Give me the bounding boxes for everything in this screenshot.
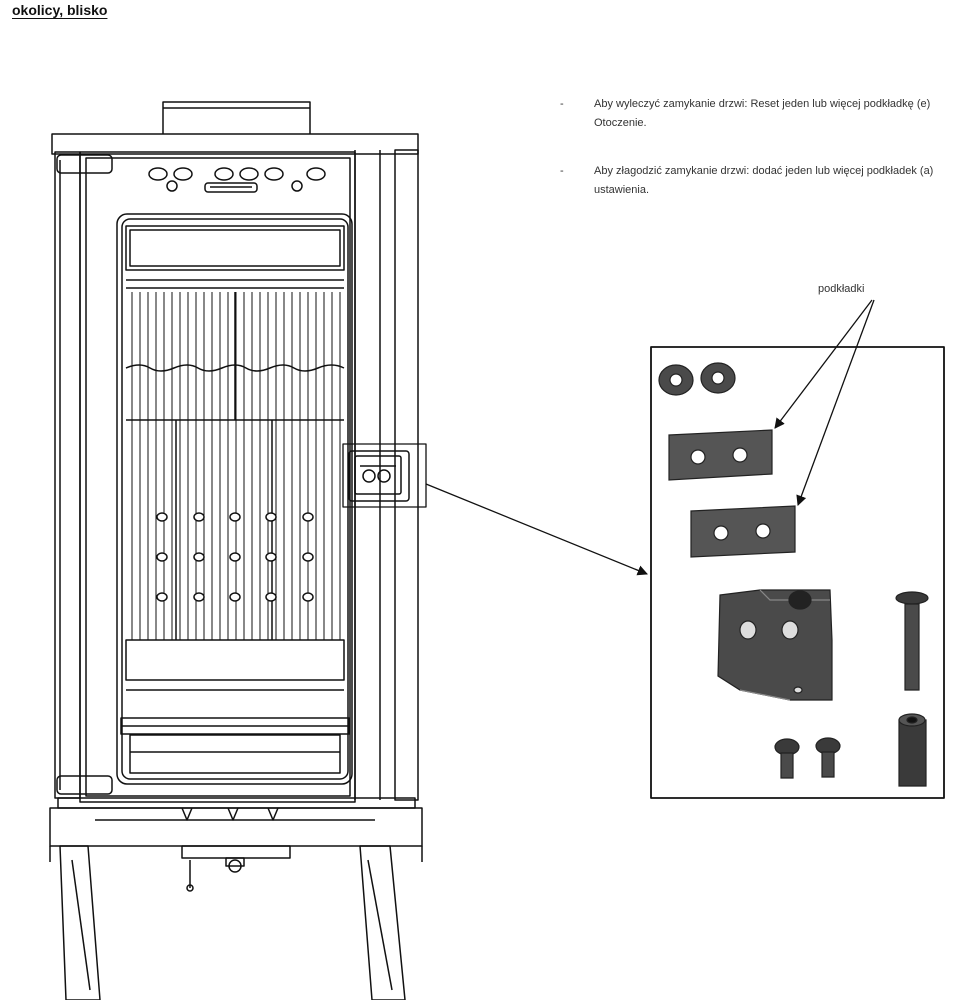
flue-collar [162,101,311,137]
washers-label: podkładki [818,283,865,295]
base-plinth [49,797,423,862]
page-title: okolicy, blisko [12,2,108,18]
stove-legs [59,845,406,1000]
latch-bracket [717,589,833,701]
ash-lip [120,639,350,774]
spacer-sleeve [898,713,927,787]
long-bolt [895,591,929,691]
washer-arrow-a [774,299,873,429]
note-bullet: - [560,165,564,177]
left-side-panel [54,151,113,799]
top-plate [51,133,419,155]
note-bullet: - [560,98,564,110]
detail-box [650,346,945,799]
instruction-note-soften: - Aby złagodzić zamykanie drzwi: dodać j… [560,162,950,200]
air-holes [156,512,314,602]
note-text: Aby złagodzić zamykanie drzwi: dodać jed… [594,165,934,196]
firebrick-seams [125,292,345,640]
firebrick-ribs [131,292,341,640]
instruction-note-reduce: - Aby wyleczyć zamykanie drzwi: Reset je… [560,95,950,133]
round-washers [658,362,736,396]
air-control-knobs [148,167,326,193]
shim-plate-a [668,429,773,481]
note-text: Aby wyleczyć zamykanie drzwi: Reset jede… [594,98,931,129]
glass-window [116,213,353,785]
top-baffle [125,225,345,289]
short-screw-1 [774,738,800,779]
exploded-parts [658,362,929,787]
door-latch [342,443,427,508]
shim-plate-b [690,505,796,558]
latch-leader-line [425,483,648,576]
washer-arrow-b [796,299,875,506]
short-screw-2 [815,737,841,778]
bottom-mechanism [181,845,291,892]
